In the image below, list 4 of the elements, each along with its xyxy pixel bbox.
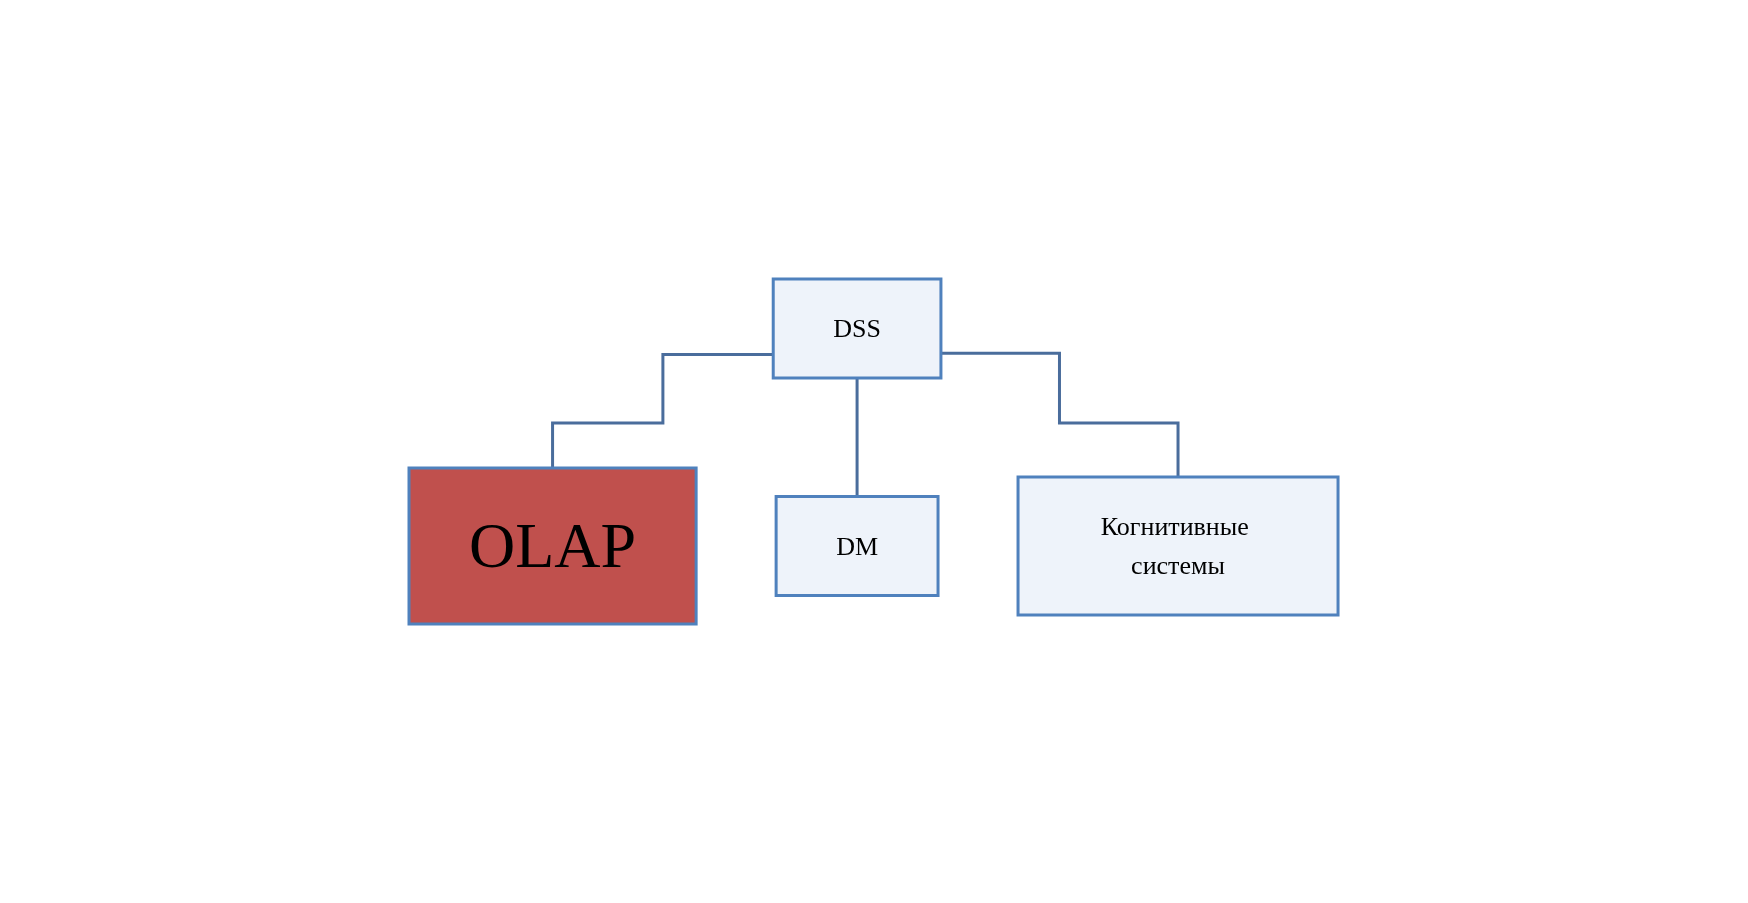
node-box: DSS xyxy=(772,277,943,380)
node-box: DM xyxy=(775,495,940,597)
node-box: Когнитивные системы xyxy=(1017,475,1340,617)
node-box: OLAP xyxy=(408,466,699,626)
